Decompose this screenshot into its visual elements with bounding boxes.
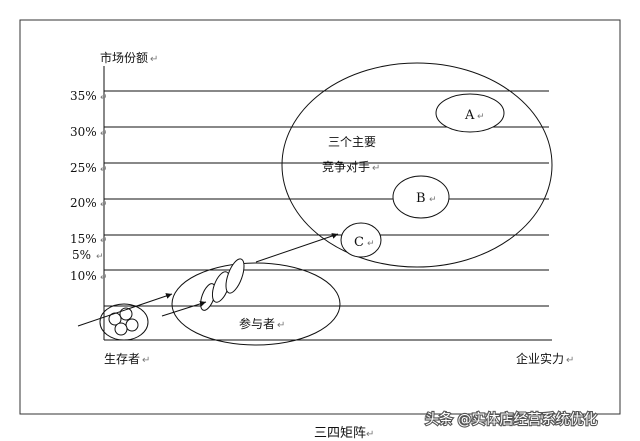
y-tick-label: 35% (70, 89, 97, 103)
y-tick-label: 5% (72, 248, 91, 262)
origin-label: 生存者 (104, 352, 140, 366)
x-axis-label-mark: ↵ (566, 355, 574, 366)
y-tick-mark: ↵ (100, 93, 108, 103)
origin-label-mark: ↵ (142, 355, 150, 366)
y-tick-label: 10% (70, 269, 97, 283)
main-competitors-ellipse (281, 62, 553, 268)
y-tick-label: 25% (70, 161, 97, 175)
competitor-b-label: B (416, 191, 426, 206)
y-tick-mark: ↵ (100, 273, 108, 283)
frame-border (19, 19, 621, 415)
main-competitors-label-line2: 竞争对手 (322, 160, 370, 174)
survivors-ellipse (99, 303, 149, 341)
y-tick-mark: ↵ (100, 129, 108, 139)
main-competitors-label-mark: ↵ (372, 163, 380, 174)
progression-arrows (77, 233, 339, 327)
arrow-to-competitor-c (255, 233, 339, 263)
competitor-c-label: C (354, 235, 364, 250)
participant-shapes (200, 258, 245, 311)
arrow-to-participants (77, 293, 173, 327)
survivor-circles (108, 307, 139, 336)
arrow-participants-inner (161, 300, 207, 317)
y-tick-label: 15% (70, 232, 97, 246)
y-tick-label: 20% (70, 196, 97, 210)
participants-ellipse (171, 262, 341, 346)
y-tick-mark: ↵ (96, 252, 104, 262)
y-axis-label: 市场份额 (100, 50, 148, 65)
participant-shape (225, 258, 245, 294)
y-axis-label-mark: ↵ (150, 54, 158, 65)
diagram-caption: 三四矩阵 (314, 426, 366, 441)
x-axis-label: 企业实力 (516, 351, 564, 366)
diagram-caption-mark: ↵ (366, 429, 374, 440)
main-competitors-label-line1: 三个主要 (328, 135, 376, 149)
y-tick-mark: ↵ (100, 200, 108, 210)
competitor-a-mark: ↵ (477, 112, 485, 122)
competitor-c-circle (340, 222, 382, 258)
y-tick-mark: ↵ (100, 165, 108, 175)
y-tick-labels: 35% ↵ 30% ↵ 25% ↵ 20% ↵ 15% ↵ 5% ↵ 10% ↵ (70, 89, 108, 283)
y-tick-label: 30% (70, 125, 97, 139)
competitor-a-label: A (464, 108, 475, 123)
survivor-circle (125, 318, 139, 332)
competitor-a-circle (435, 93, 505, 133)
competitor-c-mark: ↵ (367, 239, 375, 249)
participants-label: 参与者 (239, 316, 275, 331)
competitor-b-mark: ↵ (429, 195, 437, 205)
y-tick-mark: ↵ (100, 236, 108, 246)
participants-label-mark: ↵ (277, 320, 285, 331)
survivor-circle (114, 322, 128, 336)
competitor-b-circle (392, 175, 450, 219)
watermark-text: 头条 @实体店经营系统优化 (425, 411, 597, 428)
